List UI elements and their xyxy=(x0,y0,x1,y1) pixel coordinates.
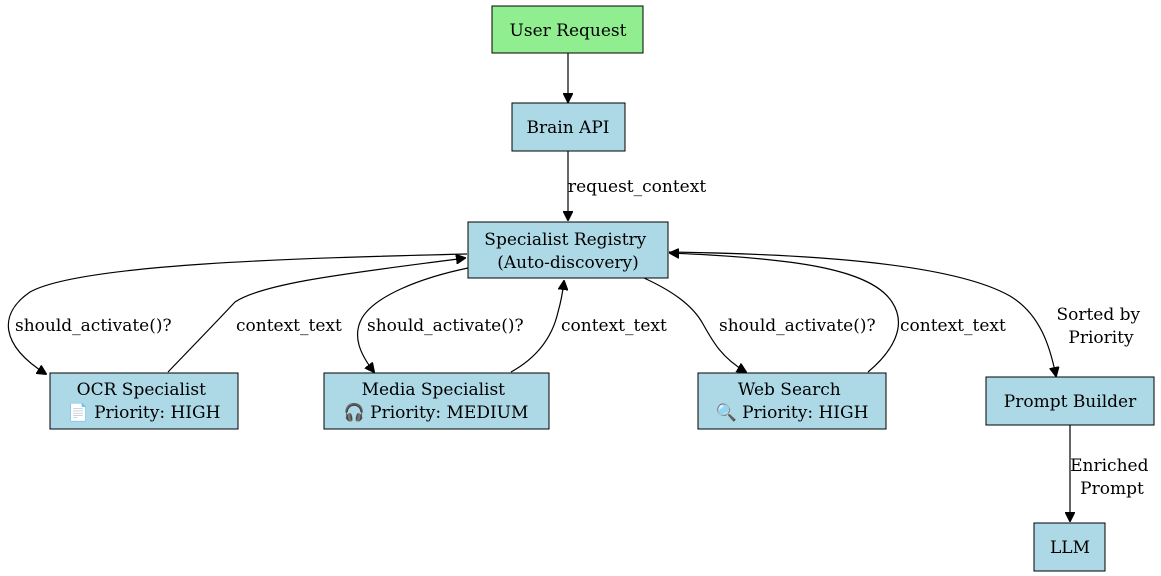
edge-web-to-registry xyxy=(670,253,900,373)
edge-ocr-to-registry xyxy=(167,258,465,373)
label-media-context: context_text xyxy=(561,316,667,336)
node-brain-api: Brain API xyxy=(511,102,626,152)
label-ocr-context: context_text xyxy=(236,316,342,336)
label-sorted-by-priority: Sorted by Priority xyxy=(1056,305,1145,348)
edge-registry-to-web xyxy=(643,277,746,372)
label-media-activate: should_activate()? xyxy=(367,316,524,336)
node-prompt-builder: Prompt Builder xyxy=(985,376,1155,426)
svg-text:Specialist Registry (Aut: Specialist Registry (Auto-discovery) xyxy=(484,230,651,273)
label-web-context: context_text xyxy=(900,316,1006,336)
svg-text:User Request: User Request xyxy=(510,21,627,41)
label-ocr-activate: should_activate()? xyxy=(15,316,172,336)
node-media-specialist: Media Specialist 🎧 Priority: MEDIUM xyxy=(323,372,550,430)
label-web-activate: should_activate()? xyxy=(719,316,876,336)
edge-registry-to-media xyxy=(357,267,469,372)
edge-registry-to-ocr xyxy=(7,253,468,374)
svg-text:Web Search 🔍 Priority:: Web Search 🔍 Priority: HIGH xyxy=(716,380,869,423)
node-web-search: Web Search 🔍 Priority: HIGH xyxy=(697,372,887,430)
node-user-request: User Request xyxy=(491,5,644,54)
svg-text:LLM: LLM xyxy=(1050,538,1090,558)
node-llm: LLM xyxy=(1033,522,1106,572)
label-request-context: request_context xyxy=(568,177,706,197)
node-ocr-specialist: OCR Specialist 📄 Priority: HIGH xyxy=(49,372,239,430)
svg-text:Prompt Builder: Prompt Builder xyxy=(1004,392,1137,412)
svg-text:Brain API: Brain API xyxy=(527,118,610,138)
edge-registry-to-prompt-builder xyxy=(668,251,1056,376)
svg-text:Media Specialist 🎧 Prio: Media Specialist 🎧 Priority: MEDIUM xyxy=(344,380,529,423)
svg-text:OCR Specialist 📄 Priori: OCR Specialist 📄 Priority: HIGH xyxy=(68,380,221,423)
node-specialist-registry: Specialist Registry (Auto-discovery) xyxy=(467,221,669,279)
label-enriched-prompt: Enriched Prompt xyxy=(1070,456,1154,499)
edge-media-to-registry xyxy=(510,281,564,373)
